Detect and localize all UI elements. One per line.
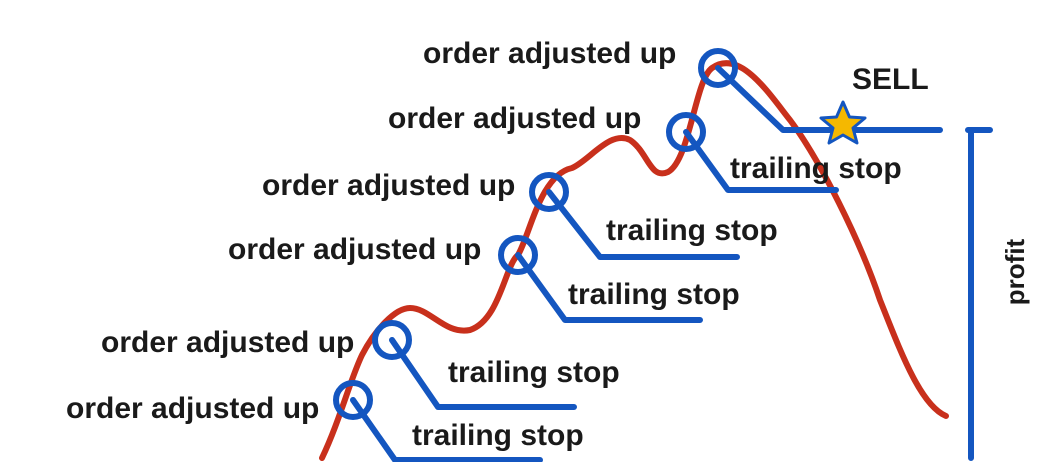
adjust-point-3 xyxy=(498,235,538,275)
trailing-stop-line-final xyxy=(715,65,943,133)
order-adjusted-label-4: order adjusted up xyxy=(262,169,515,202)
order-adjusted-label-1: order adjusted up xyxy=(66,392,319,425)
trailing-stop-line-1 xyxy=(350,397,543,462)
trailing-stop-line-3 xyxy=(515,252,703,323)
order-adjusted-label-6: order adjusted up xyxy=(423,37,676,70)
adjust-point-1 xyxy=(333,380,373,420)
trailing-stop-label-2: trailing stop xyxy=(448,356,620,389)
order-adjusted-label-2: order adjusted up xyxy=(101,326,354,359)
trailing-stop-label-3: trailing stop xyxy=(568,278,740,311)
adjust-point-6 xyxy=(698,48,738,88)
trailing-stop-line-4 xyxy=(546,189,740,260)
profit-label: profit xyxy=(1000,238,1030,305)
trailing-stop-line-2 xyxy=(389,337,577,410)
trailing-stop-line-5 xyxy=(683,129,839,193)
trailing-stop-label-5: trailing stop xyxy=(730,152,902,185)
trailing-stop-label-1: trailing stop xyxy=(412,419,584,452)
order-adjusted-label-5: order adjusted up xyxy=(388,102,641,135)
sell-label: SELL xyxy=(852,63,929,96)
adjust-point-5 xyxy=(666,112,706,152)
profit-bracket xyxy=(965,127,993,461)
star-icon xyxy=(819,100,867,145)
trailing-stop-label-4: trailing stop xyxy=(606,214,778,247)
order-adjusted-label-3: order adjusted up xyxy=(228,233,481,266)
adjust-point-4 xyxy=(529,172,569,212)
adjust-point-2 xyxy=(372,320,412,360)
